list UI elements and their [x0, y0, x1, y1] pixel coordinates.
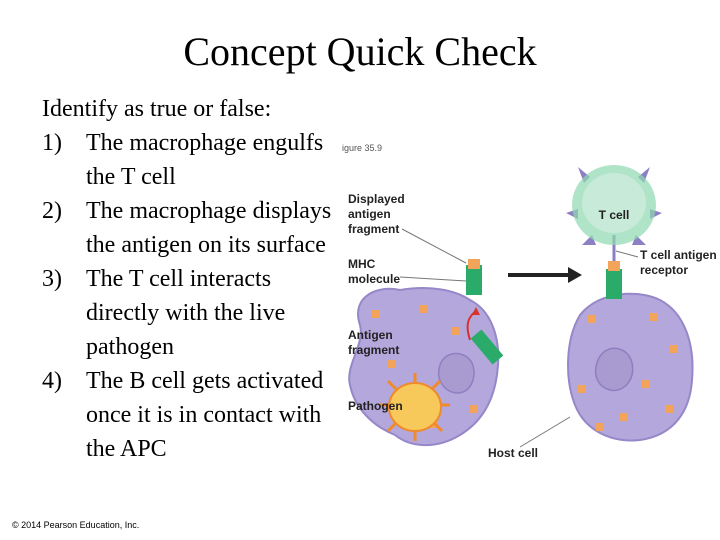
label-displayed-antigen: fragment: [348, 222, 399, 236]
label-antigen-fragment: Antigen: [348, 328, 393, 342]
question-item: 2) The macrophage displays the antigen o…: [42, 194, 342, 262]
question-number: 1): [42, 130, 62, 156]
red-arrowhead: [472, 307, 480, 315]
question-item: 1) The macrophage engulfs the T cell: [42, 126, 342, 194]
question-text: The B cell gets activated once it is in …: [86, 368, 324, 462]
label-mhc: MHC: [348, 257, 376, 271]
leader-line: [615, 250, 639, 258]
slide-title: Concept Quick Check: [183, 29, 537, 74]
label-displayed-antigen: antigen: [348, 207, 391, 221]
leader-line: [399, 276, 467, 282]
figure-caption: igure 35.9: [342, 143, 382, 153]
antigen-presentation-figure: igure 35.9: [342, 143, 717, 460]
question-item: 3) The T cell interacts directly with th…: [42, 262, 342, 364]
label-pathogen: Pathogen: [348, 399, 403, 413]
antigen-fragments-right: [578, 313, 678, 431]
label-t-cell-receptor: receptor: [640, 263, 688, 277]
displayed-antigen-right: [608, 261, 620, 271]
label-mhc: molecule: [348, 272, 400, 286]
copyright-notice: © 2014 Pearson Education, Inc.: [12, 520, 140, 530]
transition-arrowhead: [568, 267, 582, 283]
question-number: 3): [42, 266, 62, 292]
pathogen: [388, 382, 442, 432]
mhc-molecule-right: [606, 269, 622, 299]
nucleus: [438, 352, 475, 394]
question-intro: Identify as true or false:: [42, 96, 272, 122]
label-host-cell: Host cell: [488, 446, 538, 460]
label-displayed-antigen: Displayed: [348, 192, 405, 206]
internal-mhc: [470, 329, 504, 365]
question-number: 2): [42, 198, 62, 224]
label-antigen-fragment: fragment: [348, 343, 399, 357]
question-number: 4): [42, 368, 62, 394]
nucleus-right: [594, 347, 634, 392]
question-text: The macrophage engulfs the T cell: [86, 130, 324, 190]
t-cell: [582, 173, 646, 233]
leader-line: [519, 416, 571, 448]
displayed-antigen-left: [468, 259, 480, 269]
question-item: 4) The B cell gets activated once it is …: [42, 364, 342, 466]
t-cell-label: T cell: [599, 208, 630, 222]
question-list: Identify as true or false: 1) The macrop…: [42, 92, 342, 466]
label-t-cell-receptor: T cell antigen: [640, 248, 717, 262]
leader-line: [401, 228, 467, 264]
question-text: The macrophage displays the antigen on i…: [86, 198, 332, 258]
mhc-molecule-left: [466, 265, 482, 295]
question-text: The T cell interacts directly with the l…: [86, 266, 286, 360]
